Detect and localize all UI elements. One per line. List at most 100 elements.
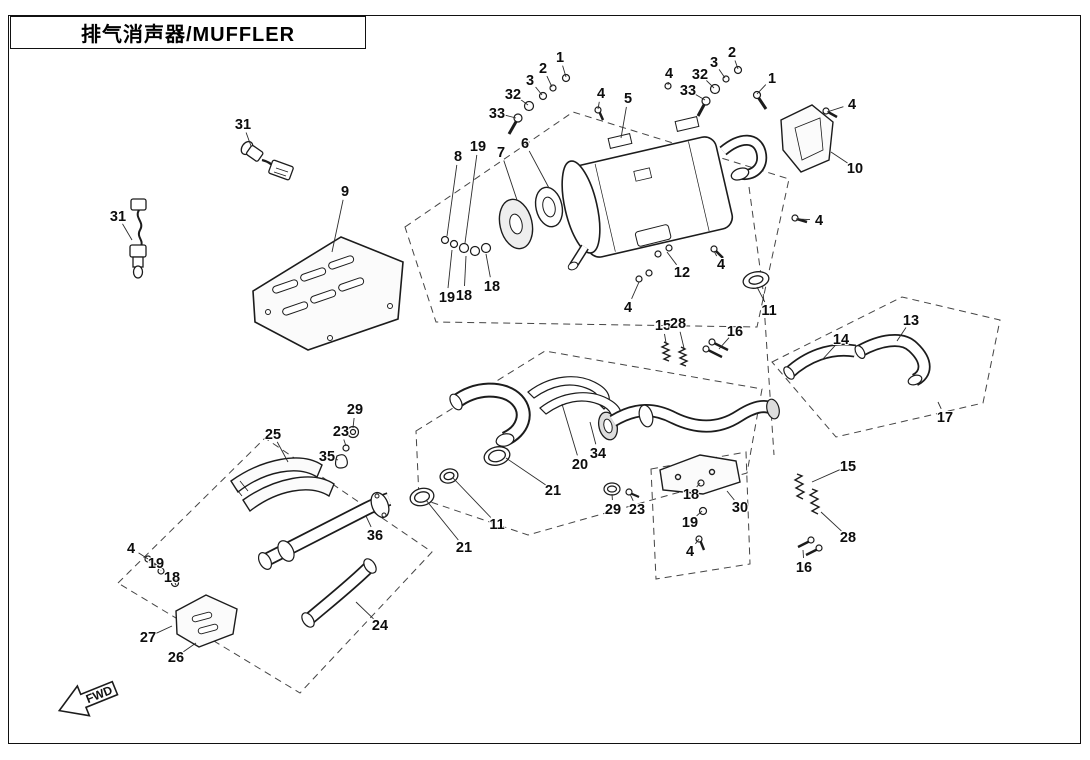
part-label-19-56: 19: [148, 556, 164, 572]
leader-line-23-47: [629, 493, 634, 501]
leader-line-30-51: [726, 490, 735, 501]
part-label-36-45: 36: [367, 528, 383, 544]
leader-line-3-2: [535, 86, 543, 96]
part-label-19-49: 19: [682, 515, 698, 531]
front-pipe-36: [257, 491, 392, 570]
part-label-16-54: 16: [796, 560, 812, 576]
leader-line-8-19: [446, 164, 458, 237]
part-label-3-2: 3: [526, 73, 534, 89]
shield-26: [175, 594, 238, 648]
part-label-9-18: 9: [341, 184, 349, 200]
leader-line-12-27: [666, 251, 677, 266]
part-label-29-46: 29: [605, 502, 621, 518]
part-label-7-21: 7: [497, 145, 505, 161]
part-label-31-17: 31: [110, 209, 126, 225]
front-exhaust-pipe-center: [597, 398, 780, 441]
muffler-body: [561, 116, 768, 271]
part-label-4-50: 4: [686, 544, 694, 560]
part-label-24-60: 24: [372, 618, 388, 634]
part-label-16-32: 16: [727, 324, 743, 340]
part-label-8-19: 8: [454, 149, 462, 165]
leader-line-28-53: [820, 511, 842, 532]
leader-line-2-1: [546, 75, 553, 88]
leader-line-9-18: [331, 199, 344, 253]
part-label-31-16: 31: [235, 117, 251, 133]
bracket-strip-20: [527, 376, 610, 410]
part-label-23-47: 23: [629, 502, 645, 518]
part-label-15-30: 15: [655, 318, 671, 334]
oxygen-sensor-lower: [129, 198, 147, 279]
pipe-13: [854, 334, 931, 386]
leader-line-19-20: [464, 154, 478, 244]
pipe-24: [301, 558, 377, 628]
part-label-21-44: 21: [456, 540, 472, 556]
leader-lines: [122, 60, 942, 653]
part-label-28-31: 28: [670, 316, 686, 332]
part-label-15-52: 15: [840, 459, 856, 475]
hanger-bracket-30: [659, 454, 741, 495]
leader-line-17-35: [937, 401, 942, 409]
part-label-18-48: 18: [683, 487, 699, 503]
part-label-4-5: 4: [597, 86, 605, 102]
leader-line-14-33: [821, 345, 836, 361]
springs-upper: [660, 338, 729, 367]
muffler-end-parts: [498, 186, 564, 250]
mount-fasteners-left: [507, 73, 571, 135]
dashed-box-right-pipes: [771, 296, 1001, 438]
leader-line-6-22: [528, 150, 550, 189]
dashed-box-muffler: [404, 111, 790, 328]
part-label-13-34: 13: [903, 313, 919, 329]
leader-line-26-59: [183, 642, 197, 653]
part-label-26-59: 26: [168, 650, 184, 666]
gasket-11-lower: [439, 468, 459, 484]
leader-line-13-34: [896, 327, 907, 342]
leader-line-5-6: [620, 106, 627, 139]
part-label-3-8: 3: [710, 55, 718, 71]
leader-line-18-57: [174, 582, 177, 586]
gasket-29-right: [603, 482, 640, 499]
leader-line-31-17: [122, 223, 133, 241]
part-label-32-9: 32: [692, 67, 708, 83]
part-label-34-36: 34: [590, 446, 606, 462]
part-label-6-22: 6: [521, 136, 529, 152]
leader-line-2-7: [734, 60, 739, 70]
elbow-pipe-left: [449, 382, 531, 447]
part-label-4-13: 4: [848, 97, 856, 113]
part-label-11-43: 11: [489, 517, 504, 533]
leader-line-33-4: [505, 114, 517, 119]
clamp-21b: [409, 487, 435, 507]
leader-line-1-12: [756, 84, 767, 95]
leader-line-15-52: [811, 469, 840, 483]
dashed-box-front-assembly: [117, 437, 433, 694]
leader-line-25-41: [276, 441, 289, 463]
leader-line-18-24: [464, 255, 467, 287]
part-label-5-6: 5: [624, 91, 632, 107]
leader-line-16-54: [802, 549, 804, 559]
leader-line-29-38: [352, 417, 355, 429]
washer-cluster: [440, 235, 492, 257]
leader-line-18-48: [696, 482, 701, 488]
leader-line-4-55: [138, 552, 149, 560]
springs-lower: [793, 473, 823, 557]
leader-line-21-42: [505, 457, 546, 486]
fwd-arrow: FWD: [57, 680, 119, 717]
part-label-1-0: 1: [556, 50, 564, 66]
part-label-12-27: 12: [674, 265, 690, 281]
part-label-2-1: 2: [539, 61, 547, 77]
part-label-32-3: 32: [505, 87, 521, 103]
part-label-33-10: 33: [680, 83, 696, 99]
leader-line-24-60: [355, 601, 374, 620]
leader-line-11-29: [756, 286, 766, 303]
leader-line-20-37: [561, 403, 578, 456]
title-box: 排气消声器/MUFFLER: [10, 16, 366, 49]
clamp-21a: [483, 446, 511, 466]
part-label-19-20: 19: [470, 139, 486, 155]
leader-line-10-14: [830, 151, 848, 164]
part-label-4-26: 4: [624, 300, 632, 316]
part-label-4-55: 4: [127, 541, 135, 557]
bracket-10: [780, 104, 834, 173]
part-label-19-23: 19: [439, 290, 455, 306]
part-label-1-12: 1: [768, 71, 776, 87]
leader-line-16-32: [718, 337, 730, 350]
leader-line-23-39: [343, 439, 347, 447]
